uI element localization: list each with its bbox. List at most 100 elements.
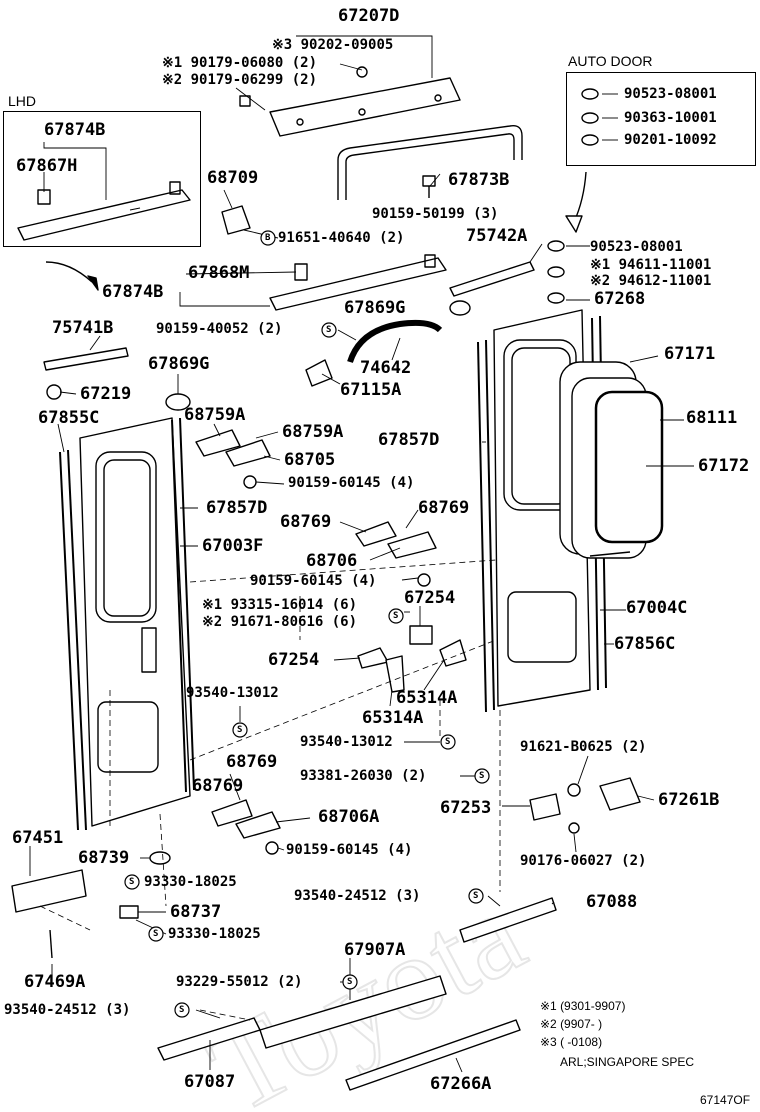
part-label: 67171 [664,344,716,364]
screw-mark: S [445,737,451,747]
part-label: 67219 [80,384,132,404]
part-label: 67261B [658,790,720,810]
part-label: ※2 91671-80616 (6) [202,614,358,630]
part-label: ※2 94612-11001 [590,273,712,289]
strip-67266A-drawing [345,1019,521,1091]
part-label: 90363-10001 [624,110,717,126]
screw-mark: S [153,929,159,939]
part-label: 68111 [686,408,738,428]
part-label: 67253 [440,798,492,818]
screw-mark: S [237,725,243,735]
part-label: 67451 [12,828,64,848]
part-label: 68737 [170,902,222,922]
part-label: 67172 [698,456,750,476]
part-label: 67874B [44,120,106,140]
part-label: 90523-08001 [624,86,717,102]
part-label: 67857D [206,498,268,518]
part-label: 93540-24512 (3) [4,1002,131,1018]
screw-symbols [124,230,490,1018]
part-label: 67874B [102,282,164,302]
plate-67207D-drawing [269,77,461,137]
bar-67873B-drawing [337,125,523,200]
auto-door-box-title: AUTO DOOR [568,53,653,69]
part-label: 67873B [448,170,510,190]
auto-door-arrow [573,171,587,223]
part-label: 67869G [148,354,210,374]
part-label: 90159-60145 (4) [250,573,377,589]
part-label: 93381-26030 (2) [300,768,427,784]
rubber-75741B-drawing [43,347,129,371]
part-label: 75741B [52,318,114,338]
part-label: 91651-40640 (2) [278,230,405,246]
footnote: ※2 (9907- ) [540,1017,603,1031]
part-label: ※1 94611-11001 [590,257,712,273]
part-label: 68769 [192,776,244,796]
part-label: 68709 [207,168,259,188]
part-label: ※2 90179-06299 (2) [162,72,318,88]
part-label: 67004C [626,598,688,618]
lhd-arrow [45,261,93,283]
plate-67088-drawing [459,897,557,943]
part-label: 93540-24512 (3) [294,888,421,904]
part-label: 67088 [586,892,638,912]
part-label: 93229-55012 (2) [176,974,303,990]
part-label: 67855C [38,408,100,428]
screw-mark: S [129,877,135,887]
bracket-68709-drawing [221,205,251,235]
part-label: 68769 [280,512,332,532]
part-label: 68759A [282,422,344,442]
part-label: 67254 [404,588,456,608]
part-label: 67266A [430,1074,492,1094]
part-label: 91621-B0625 (2) [520,739,647,755]
part-label: ※1 93315-16014 (6) [202,597,358,613]
part-label: 74642 [360,358,412,378]
part-label: 68739 [78,848,130,868]
part-label: 67867H [16,156,78,176]
part-label: 68706A [318,807,380,827]
part-label: ※1 90179-06080 (2) [162,55,318,71]
part-label: 65314A [362,708,424,728]
part-label: 67254 [268,650,320,670]
dashed-guides [39,559,501,1021]
door-left-drawing [59,417,195,831]
part-label: 68769 [226,752,278,772]
part-label: 65314A [396,688,458,708]
part-label: 68706 [306,551,358,571]
rubber-75742A-drawing [449,261,535,297]
leader-lines [29,35,694,1073]
part-label: 67087 [184,1072,236,1092]
part-label: 67907A [344,940,406,960]
part-label: 67115A [340,380,402,400]
part-label: 68705 [284,450,336,470]
part-label: 90159-50199 (3) [372,206,499,222]
part-label: 93330-18025 [168,926,261,942]
footnote: ※3 ( -0108) [540,1035,603,1049]
part-label: 93540-13012 [300,734,393,750]
rail-67874B-drawing [269,254,447,311]
part-label: 67869G [344,298,406,318]
screw-mark: S [179,1005,185,1015]
part-label: 90159-40052 (2) [156,321,283,337]
part-label: 67469A [24,972,86,992]
part-label: 67268 [594,289,646,309]
screw-mark: S [393,611,399,621]
part-label: 67003F [202,536,264,556]
footnote: ※1 (9301-9907) [540,999,626,1013]
part-label: 90176-06027 (2) [520,853,647,869]
bolt-drawing [422,175,436,198]
part-label: 93540-13012 [186,685,279,701]
screw-mark: S [326,325,332,335]
part-label: 75742A [466,226,528,246]
part-label: 67857D [378,430,440,450]
part-label: 67868M [188,263,250,283]
screw-mark: S [473,891,479,901]
bolt-mark: B [265,233,271,243]
screw-mark: S [347,977,353,987]
handle-74642-drawing [347,319,443,364]
part-label: 90523-08001 [590,239,683,255]
part-label: 67207D [338,6,400,26]
diagram-id: 67147OF [700,1093,751,1107]
part-label: 93330-18025 [144,874,237,890]
